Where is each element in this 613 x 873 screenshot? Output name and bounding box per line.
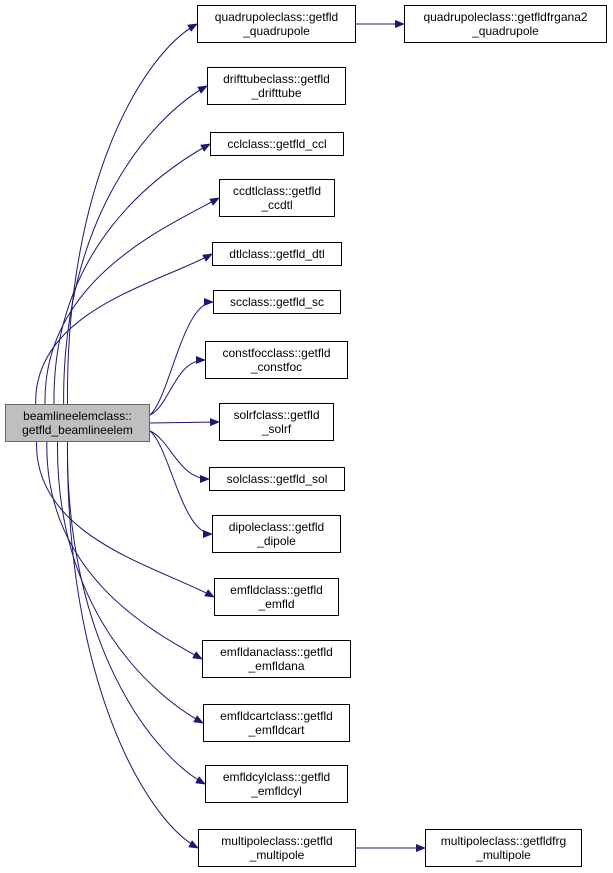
callee-node-drifttubeclass-getfld-drifttube[interactable]: drifttubeclass::getfld_drifttube — [207, 67, 346, 105]
callee-node-dtlclass-getfld-dtl[interactable]: dtlclass::getfld_dtl — [212, 242, 342, 266]
node-label-line: multipoleclass::getfld — [221, 834, 333, 848]
node-label-line: drifttubeclass::getfld — [223, 72, 330, 86]
callee-node-emfldclass-getfld-emfld[interactable]: emfldclass::getfld_emfld — [214, 578, 339, 616]
node-label-line: _drifttube — [251, 86, 302, 100]
node-label-line: quadrupoleclass::getfldfrgana2 — [423, 10, 588, 24]
edge-root-to-callee — [46, 441, 203, 660]
node-label-line: emfldanaclass::getfld — [220, 645, 333, 659]
root-node-beamlineelemclass-getfld-beamlineelem[interactable]: beamlineelemclass::getfld_beamlineelem — [5, 404, 150, 442]
node-label-line: emfldcartclass::getfld — [220, 709, 333, 723]
node-label-line: _ccdtl — [261, 198, 293, 212]
node-label-line: cclclass::getfld_ccl — [227, 137, 327, 151]
edge-root-to-callee — [149, 356, 206, 416]
edge-root-to-callee — [149, 298, 214, 416]
node-label-line: _solrf — [261, 422, 292, 436]
node-label-line: beamlineelemclass:: — [23, 409, 132, 423]
callee-node-cclclass-getfld-ccl[interactable]: cclclass::getfld_ccl — [210, 132, 344, 156]
node-label-line: scclass::getfld_sc — [229, 295, 325, 309]
node-label-line: multipoleclass::getfldfrg — [440, 834, 567, 848]
edge-root-to-callee — [56, 441, 204, 724]
callee-node-emfldcartclass-getfld-emfldcart[interactable]: emfldcartclass::getfld_emfldcart — [203, 704, 350, 742]
node-label-line: quadrupoleclass::getfld — [214, 10, 339, 24]
edge-root-to-callee — [66, 23, 198, 405]
leaf-node-multipoleclass-getfldfrg-multipole[interactable]: multipoleclass::getfldfrg_multipole — [425, 829, 582, 867]
edge-root-to-callee — [53, 143, 211, 405]
callee-node-constfocclass-getfld-constfoc[interactable]: constfocclass::getfld_constfoc — [205, 341, 348, 379]
callee-node-ccdtlclass-getfld-ccdtl[interactable]: ccdtlclass::getfld_ccdtl — [219, 179, 335, 217]
node-label-line: _dipole — [257, 534, 296, 548]
node-label-line: _emfldcyl — [251, 784, 302, 798]
node-label-line: getfld_beamlineelem — [22, 423, 133, 437]
node-label-line: _multipole — [249, 848, 305, 862]
node-label-line: _constfoc — [250, 360, 303, 374]
callee-node-emfldanaclass-getfld-emfldana[interactable]: emfldanaclass::getfld_emfldana — [202, 640, 351, 678]
edge-root-to-callee — [35, 253, 213, 405]
node-label-line: _emfldana — [248, 659, 305, 673]
edge-root-to-callee — [44, 197, 220, 405]
callee-node-scclass-getfld-sc[interactable]: scclass::getfld_sc — [213, 290, 341, 314]
node-label-line: solrfclass::getfld — [233, 408, 320, 422]
node-label-line: emfldclass::getfld — [230, 583, 323, 597]
node-label-line: emfldcylclass::getfld — [222, 770, 331, 784]
callee-node-emfldcylclass-getfld-emfldcyl[interactable]: emfldcylclass::getfld_emfldcyl — [205, 765, 348, 803]
node-label-line: dipoleclass::getfld — [228, 520, 325, 534]
edge-root-to-callee — [63, 85, 208, 405]
edge-root-to-callee — [66, 441, 199, 849]
callee-node-quadrupoleclass-getfld-quadrupole[interactable]: quadrupoleclass::getfld_quadrupole — [197, 5, 356, 43]
node-label-line: _multipole — [476, 848, 531, 862]
edge-root-to-callee — [149, 430, 210, 483]
callee-node-solrfclass-getfld-solrf[interactable]: solrfclass::getfld_solrf — [219, 403, 334, 441]
edge-root-to-callee — [149, 418, 220, 427]
node-label-line: dtlclass::getfld_dtl — [229, 247, 325, 261]
edge-root-to-callee — [149, 430, 213, 538]
edge-root-to-callee — [35, 441, 215, 598]
node-label-line: constfocclass::getfld — [222, 346, 331, 360]
node-label-line: solclass::getfld_sol — [226, 472, 328, 486]
leaf-node-quadrupoleclass-getfldfrgana2-quadrupole[interactable]: quadrupoleclass::getfldfrgana2_quadrupol… — [404, 5, 607, 43]
callee-node-multipoleclass-getfld-multipole[interactable]: multipoleclass::getfld_multipole — [198, 829, 356, 867]
node-label-line: _emfld — [258, 597, 295, 611]
callee-node-dipoleclass-getfld-dipole[interactable]: dipoleclass::getfld_dipole — [212, 515, 341, 553]
node-label-line: _quadrupole — [472, 24, 539, 38]
edge-root-to-callee — [66, 441, 206, 785]
callee-node-solclass-getfld-sol[interactable]: solclass::getfld_sol — [209, 467, 345, 491]
node-label-line: _quadrupole — [243, 24, 310, 38]
node-label-line: ccdtlclass::getfld — [232, 184, 322, 198]
node-label-line: _emfldcart — [248, 723, 305, 737]
